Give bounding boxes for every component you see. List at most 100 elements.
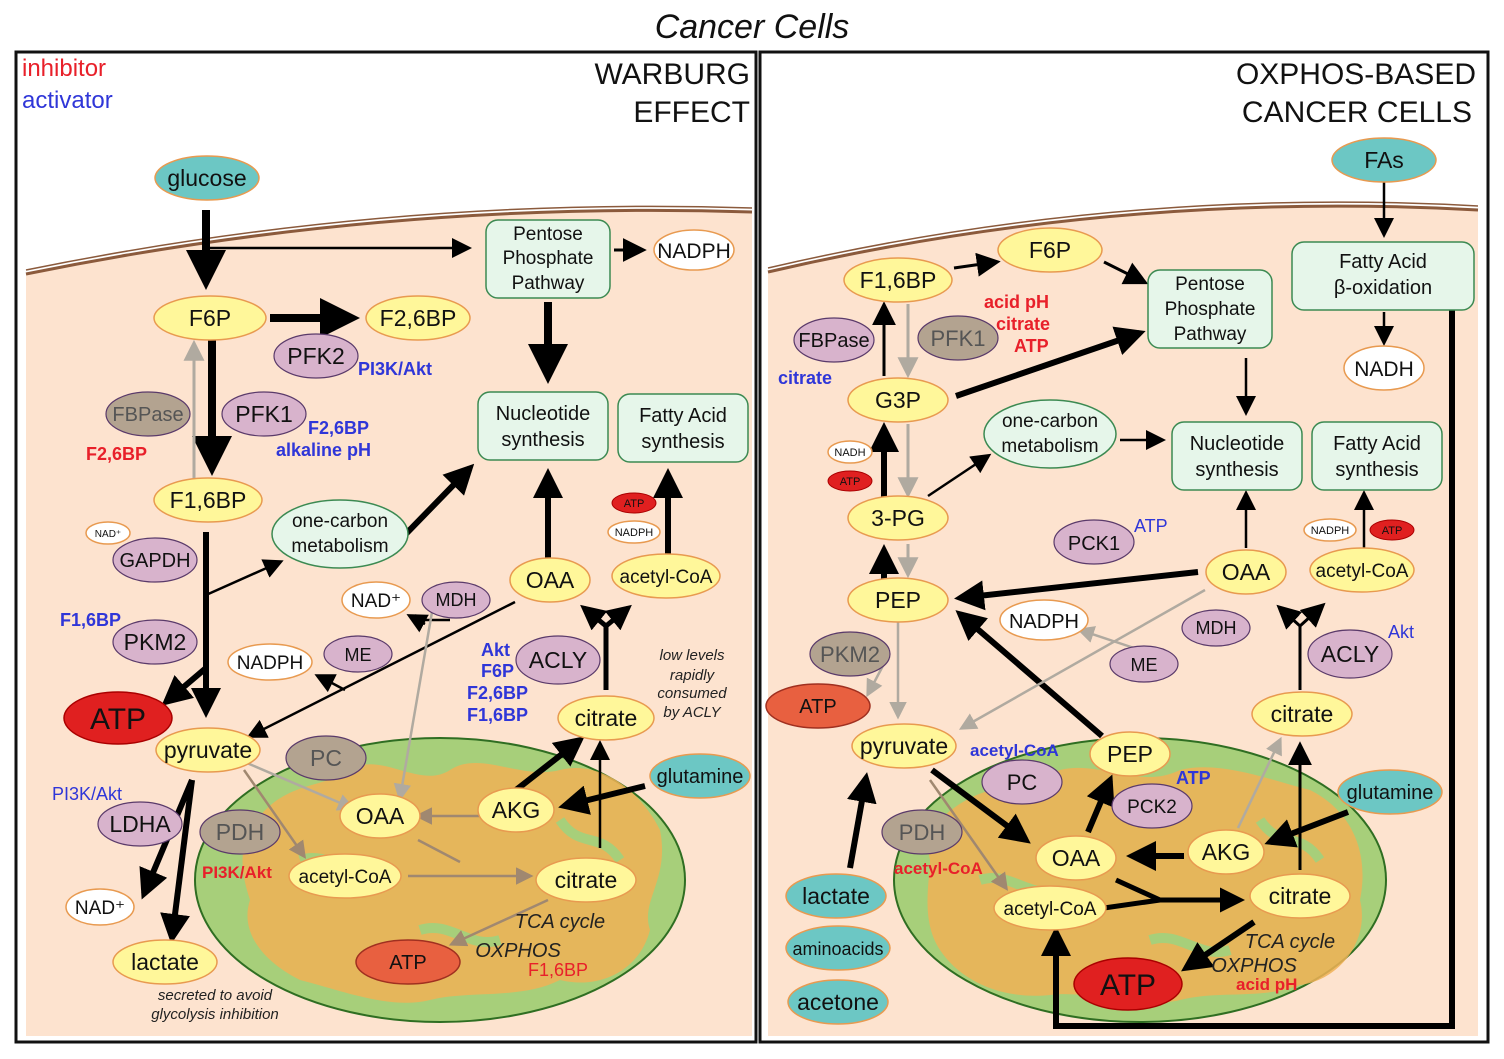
left-nadph-fas-label: NADPH bbox=[615, 527, 654, 539]
left-note-acly-1: low levels bbox=[659, 647, 725, 664]
right-fao-return-arrow bbox=[1041, 310, 1455, 1029]
left-f26bp-label: F2,6BP bbox=[380, 305, 457, 331]
right-mdh bbox=[1181, 609, 1251, 647]
left-ldha-label: LDHA bbox=[109, 811, 171, 837]
right-pyruvate-label: pyruvate bbox=[860, 733, 948, 759]
left-oaa-mito bbox=[339, 793, 421, 839]
right-heading-line2: CANCER CELLS bbox=[1242, 96, 1472, 129]
right-fbpase bbox=[793, 317, 875, 363]
right-reg-acid-ph: acid pH bbox=[984, 292, 1049, 312]
left-one-carbon-line1: one-carbon bbox=[292, 511, 388, 532]
right-heading-line1: OXPHOS-BASED bbox=[1236, 58, 1476, 91]
left-reg-acly-akt: Akt bbox=[481, 640, 510, 660]
left-nucleotide-line2: synthesis bbox=[501, 429, 584, 451]
left-lactate bbox=[112, 939, 218, 985]
left-nad-ldha-label: NAD⁺ bbox=[75, 898, 125, 919]
right-glutamine-label: glutamine bbox=[1347, 782, 1434, 804]
right-acetylcoa-cyto bbox=[1309, 547, 1415, 593]
right-one-carbon-line1: one-carbon bbox=[1002, 411, 1098, 432]
left-gapdh bbox=[112, 537, 198, 583]
right-grey-arrows bbox=[866, 304, 1282, 891]
right-akg-label: AKG bbox=[1202, 839, 1251, 865]
left-glutamine-label: glutamine bbox=[657, 766, 744, 788]
right-pep-mito bbox=[1089, 731, 1171, 777]
right-pep bbox=[847, 577, 949, 623]
right-pep-mito-label: PEP bbox=[1107, 741, 1153, 767]
right-atp-fas bbox=[1369, 519, 1415, 541]
right-fao-line1: Fatty Acid bbox=[1339, 251, 1427, 273]
right-pc bbox=[981, 759, 1063, 805]
right-pck1 bbox=[1053, 519, 1135, 565]
left-note-lactate-1: secreted to avoid bbox=[158, 987, 273, 1004]
figure-title: Cancer Cells bbox=[655, 8, 850, 46]
left-atp-fas-label: ATP bbox=[624, 498, 645, 510]
left-heading-line1: WARBURG bbox=[594, 58, 750, 91]
right-atp-fas-label: ATP bbox=[1382, 525, 1403, 537]
right-pck2 bbox=[1111, 783, 1193, 829]
right-nucleotide-line1: Nucleotide bbox=[1190, 433, 1285, 455]
right-oaa-cyto bbox=[1205, 549, 1287, 595]
left-fatty-acid-box bbox=[617, 393, 749, 463]
left-nadph-ppp bbox=[653, 229, 735, 271]
right-pdh bbox=[881, 809, 963, 855]
right-f6p-label: F6P bbox=[1029, 237, 1071, 263]
left-grey-arrows bbox=[183, 339, 549, 947]
left-nucleotide-line1: Nucleotide bbox=[496, 403, 591, 425]
left-ppp-box bbox=[485, 219, 611, 299]
left-f6p bbox=[153, 295, 267, 341]
right-nadph-me-label: NADPH bbox=[1009, 611, 1079, 633]
left-acetylcoa-cyto-label: acetyl-CoA bbox=[620, 567, 713, 588]
right-reg-acly-akt: Akt bbox=[1388, 622, 1414, 642]
right-nadph-me bbox=[999, 599, 1089, 641]
right-fatty-acid-box bbox=[1311, 421, 1443, 491]
left-pyruvate bbox=[155, 727, 261, 773]
right-nadh-g3p bbox=[827, 440, 873, 464]
right-mdh-label: MDH bbox=[1196, 618, 1237, 638]
right-oaa-cyto-label: OAA bbox=[1222, 559, 1271, 585]
left-fbpase bbox=[105, 391, 191, 437]
right-g3p bbox=[847, 377, 949, 423]
left-reg-f26bp-fbpase: F2,6BP bbox=[86, 444, 147, 464]
right-one-carbon bbox=[983, 399, 1117, 469]
right-akg bbox=[1187, 829, 1265, 875]
left-reg-f26bp-pfk1: F2,6BP bbox=[308, 418, 369, 438]
right-fatty-acid-line1: Fatty Acid bbox=[1333, 433, 1421, 455]
right-reg-atp: ATP bbox=[1014, 336, 1049, 356]
right-atp-pkm2-label: ATP bbox=[799, 696, 836, 718]
left-fbpase-label: FBPase bbox=[112, 404, 183, 426]
left-pdh-label: PDH bbox=[216, 819, 265, 845]
left-arrows bbox=[139, 210, 683, 944]
left-fatty-acid-line2: synthesis bbox=[641, 431, 724, 453]
right-f16bp-label: F1,6BP bbox=[860, 267, 937, 293]
right-note-tca: TCA cycle bbox=[1245, 931, 1335, 953]
left-pyruvate-label: pyruvate bbox=[164, 737, 252, 763]
left-oaa-cyto bbox=[509, 557, 591, 603]
right-glutamine bbox=[1337, 769, 1443, 815]
right-me-label: ME bbox=[1131, 655, 1158, 675]
left-note-acly-3: consumed bbox=[657, 685, 727, 702]
right-pck2-label: PCK2 bbox=[1127, 797, 1177, 818]
right-atp-g3p bbox=[827, 470, 873, 492]
left-atp-glycolysis bbox=[63, 691, 173, 745]
right-nucleotide-line2: synthesis bbox=[1195, 459, 1278, 481]
left-acly bbox=[515, 635, 601, 685]
right-reg-citrate: citrate bbox=[996, 314, 1050, 334]
right-reg-atp-pck1: ATP bbox=[1134, 516, 1168, 536]
right-f6p bbox=[997, 227, 1103, 273]
left-f6p-label: F6P bbox=[189, 305, 231, 331]
left-acetylcoa-cyto bbox=[611, 553, 721, 599]
left-citrate-mito bbox=[535, 857, 637, 903]
left-atp-glycolysis-label: ATP bbox=[90, 703, 146, 736]
left-acly-label: ACLY bbox=[529, 647, 587, 673]
right-ppp-line1: Pentose bbox=[1175, 274, 1245, 295]
right-aminoacids-label: aminoacids bbox=[792, 939, 883, 959]
left-mdh bbox=[421, 581, 491, 619]
right-one-carbon-line2: metabolism bbox=[1001, 436, 1098, 457]
